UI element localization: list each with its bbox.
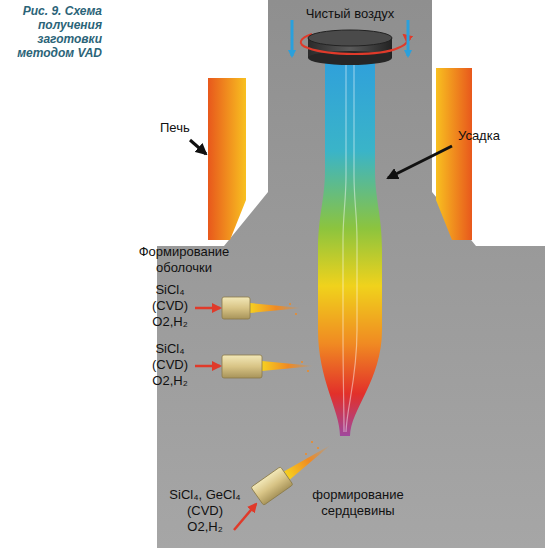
reagent-label: SiCl₄ (CVD) O2,H₂ xyxy=(152,341,188,389)
air-label: Чистый воздух xyxy=(306,6,395,22)
figure-caption: Рис. 9. Схема получения заготовки методо… xyxy=(17,4,102,60)
burner xyxy=(222,355,262,378)
text-line: методом VAD xyxy=(17,46,102,60)
cladding-label: Формирование оболочки xyxy=(139,244,230,276)
text-line: (CVD) xyxy=(152,357,188,373)
furnace-label: Печь xyxy=(160,120,190,136)
sparks xyxy=(289,303,319,455)
text-line: Чистый воздух xyxy=(306,6,395,22)
gas-arrow xyxy=(195,307,220,310)
text-line: заготовки xyxy=(17,32,102,46)
gas-arrow xyxy=(234,504,256,530)
preform xyxy=(318,58,382,436)
text-line: Печь xyxy=(160,120,190,136)
rotation-arrow xyxy=(308,35,407,54)
gas-arrow xyxy=(195,365,220,368)
furnace-right xyxy=(436,68,472,240)
flame xyxy=(250,303,302,313)
burner xyxy=(251,467,293,506)
text-line: Усадка xyxy=(458,128,500,144)
text-line: O2,H₂ xyxy=(169,519,240,535)
core-label: формирование сердцевины xyxy=(312,487,403,519)
shrink-label: Усадка xyxy=(458,128,500,144)
holder-disk-top xyxy=(308,30,392,46)
text-line: SiCl₄ xyxy=(152,341,188,357)
text-line: O2,H₂ xyxy=(152,314,188,330)
burner xyxy=(222,297,250,319)
text-line: Рис. 9. Схема xyxy=(17,4,102,18)
air-arrow xyxy=(291,20,294,56)
text-line: (CVD) xyxy=(152,298,188,314)
reagent-label: SiCl₄ (CVD) O2,H₂ xyxy=(152,282,188,330)
chamber xyxy=(157,0,545,548)
reagent-label: SiCl₄, GeCl₄ (CVD) O2,H₂ xyxy=(169,487,240,535)
text-line: оболочки xyxy=(139,260,230,276)
text-line: получения xyxy=(17,18,102,32)
text-line: сердцевины xyxy=(312,503,403,519)
leader-arrow xyxy=(388,146,452,178)
text-line: (CVD) xyxy=(169,503,240,519)
flame xyxy=(262,361,314,371)
text-line: Формирование xyxy=(139,244,230,260)
furnace-left xyxy=(208,78,246,240)
text-line: SiCl₄, GeCl₄ xyxy=(169,487,240,503)
core xyxy=(343,58,357,432)
text-line: SiCl₄ xyxy=(152,282,188,298)
leader-arrow xyxy=(190,140,206,154)
flame xyxy=(284,441,334,480)
air-arrow xyxy=(407,20,410,56)
text-line: формирование xyxy=(312,487,403,503)
text-line: O2,H₂ xyxy=(152,373,188,389)
